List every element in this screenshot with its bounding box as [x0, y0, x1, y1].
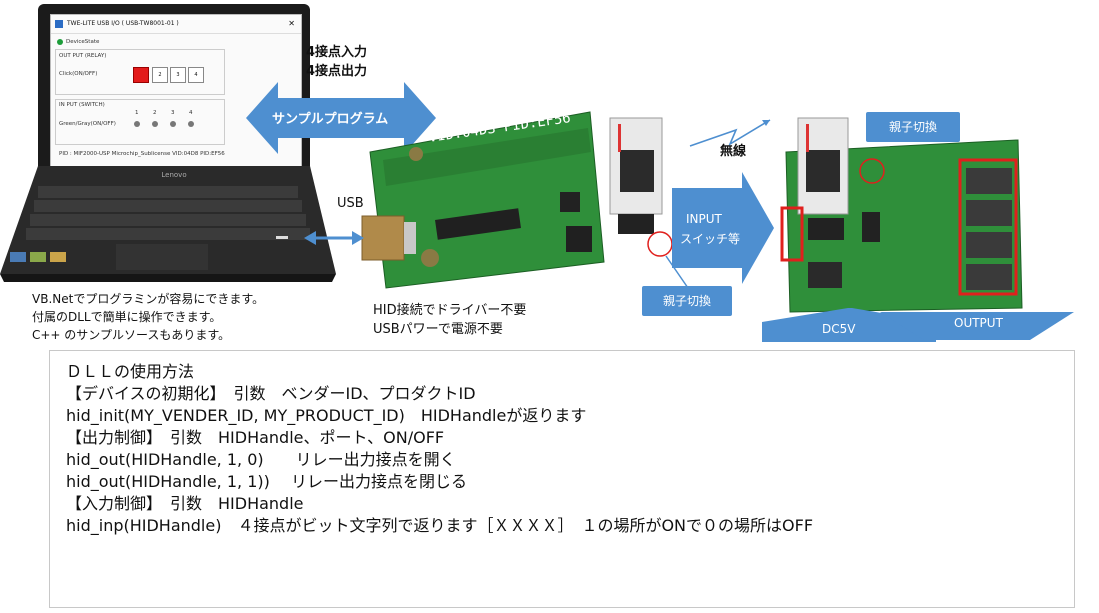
label-output: OUTPUT: [954, 316, 1003, 330]
label-input: INPUT: [686, 212, 722, 226]
input-indicator-4: [188, 121, 194, 127]
input-group: [55, 99, 225, 145]
dll-init-code: hid_init(MY_VENDER_ID, MY_PRODUCT_ID) HI…: [66, 406, 587, 425]
laptop-photo: TWE-LITE USB I/O ( USB-TW8001-01 ) ✕ Dev…: [0, 0, 336, 290]
wireless-signal-icon: [689, 119, 771, 147]
output-arrow: [880, 312, 1074, 340]
note-vbnet: VB.Netでプログラミンが容易にできます。: [32, 292, 265, 306]
input-number-2: 2: [153, 110, 157, 116]
app-icon: [55, 20, 63, 28]
relay-highlight: [958, 158, 1018, 296]
close-icon: ✕: [288, 19, 295, 28]
output-button-2: 2: [152, 67, 168, 83]
pid-line: PID : MIF2000-USP Microchip_Sublicense V…: [59, 151, 225, 157]
output-group-label: OUT PUT (RELAY): [59, 53, 107, 59]
usb-connector: [361, 215, 405, 261]
label-switch-etc: スイッチ等: [680, 232, 741, 246]
input-row-label: Green/Gray(ON/OFF): [59, 121, 116, 127]
hardware-diagram: [246, 82, 1074, 342]
laptop-brand: Lenovo: [161, 171, 186, 179]
callout-parent-child-top: 親子切換: [866, 112, 960, 142]
input-terminal-highlight: [780, 206, 804, 262]
dll-heading: ＤＬＬの使用方法: [66, 362, 195, 381]
dll-output-close: hid_out(HIDHandle, 1, 1)) リレー出力接点を閉じる: [66, 472, 467, 491]
input-indicator-2: [152, 121, 158, 127]
usb-cable-arrow-icon: [304, 231, 364, 245]
input-number-3: 3: [171, 110, 175, 116]
label-sample-program: サンプルプログラム: [272, 112, 389, 127]
note-hid-driver: HID接続でドライバー不要: [373, 303, 527, 318]
label-wireless: 無線: [720, 144, 747, 159]
dll-init-heading: 【デバイスの初期化】 引数 ベンダーID、プロダクトID: [66, 384, 476, 403]
label-contacts-out: 4接点出力: [306, 64, 368, 79]
label-contacts-in: 4接点入力: [306, 45, 368, 60]
sample-program-arrow: [246, 82, 436, 154]
relay-board: [785, 117, 1023, 313]
output-button-3: 3: [170, 67, 186, 83]
dll-output-open: hid_out(HIDHandle, 1, 0) リレー出力接点を開く: [66, 450, 456, 469]
laptop-keyboard-base: Lenovo: [0, 166, 336, 282]
device-state-indicator: [57, 39, 63, 45]
note-usb-power: USBパワーで電源不要: [373, 322, 503, 337]
note-cpp: C++ のサンプルソースもあります。: [32, 328, 231, 342]
input-number-4: 4: [189, 110, 193, 116]
output-button-1: [133, 67, 149, 83]
input-arrow: [672, 172, 774, 284]
note-dll: 付属のDLLで簡単に操作できます。: [32, 310, 222, 324]
label-usb: USB: [337, 196, 364, 211]
device-state-label: DeviceState: [66, 39, 100, 45]
label-dc5v: DC5V: [822, 322, 856, 336]
usb-io-board: [361, 111, 663, 289]
dll-usage-box: ＤＬＬの使用方法 【デバイスの初期化】 引数 ベンダーID、プロダクトID hi…: [49, 350, 1075, 608]
input-indicator-1: [134, 121, 140, 127]
input-number-1: 1: [135, 110, 139, 116]
output-group: [55, 49, 225, 95]
switch-highlight-right: [859, 158, 885, 184]
output-button-4: 4: [188, 67, 204, 83]
app-window-titlebar: TWE-LITE USB I/O ( USB-TW8001-01 ) ✕: [51, 15, 301, 34]
dll-output-heading: 【出力制御】 引数 HIDHandle、ポート、ON/OFF: [66, 428, 445, 447]
input-indicator-3: [170, 121, 176, 127]
switch-highlight-left: [647, 231, 673, 257]
dll-input-heading: 【入力制御】 引数 HIDHandle: [66, 494, 304, 513]
output-row-label: Click(ON/OFF): [59, 71, 98, 77]
app-window-title: TWE-LITE USB I/O ( USB-TW8001-01 ): [67, 20, 179, 27]
callout-parent-child-bottom: 親子切換: [642, 286, 732, 316]
input-group-label: IN PUT (SWITCH): [59, 102, 105, 108]
app-window: TWE-LITE USB I/O ( USB-TW8001-01 ) ✕ Dev…: [50, 14, 302, 168]
dll-input-code: hid_inp(HIDHandle) ４接点がビット文字列で返ります［ＸＸＸＸ］…: [66, 516, 814, 535]
